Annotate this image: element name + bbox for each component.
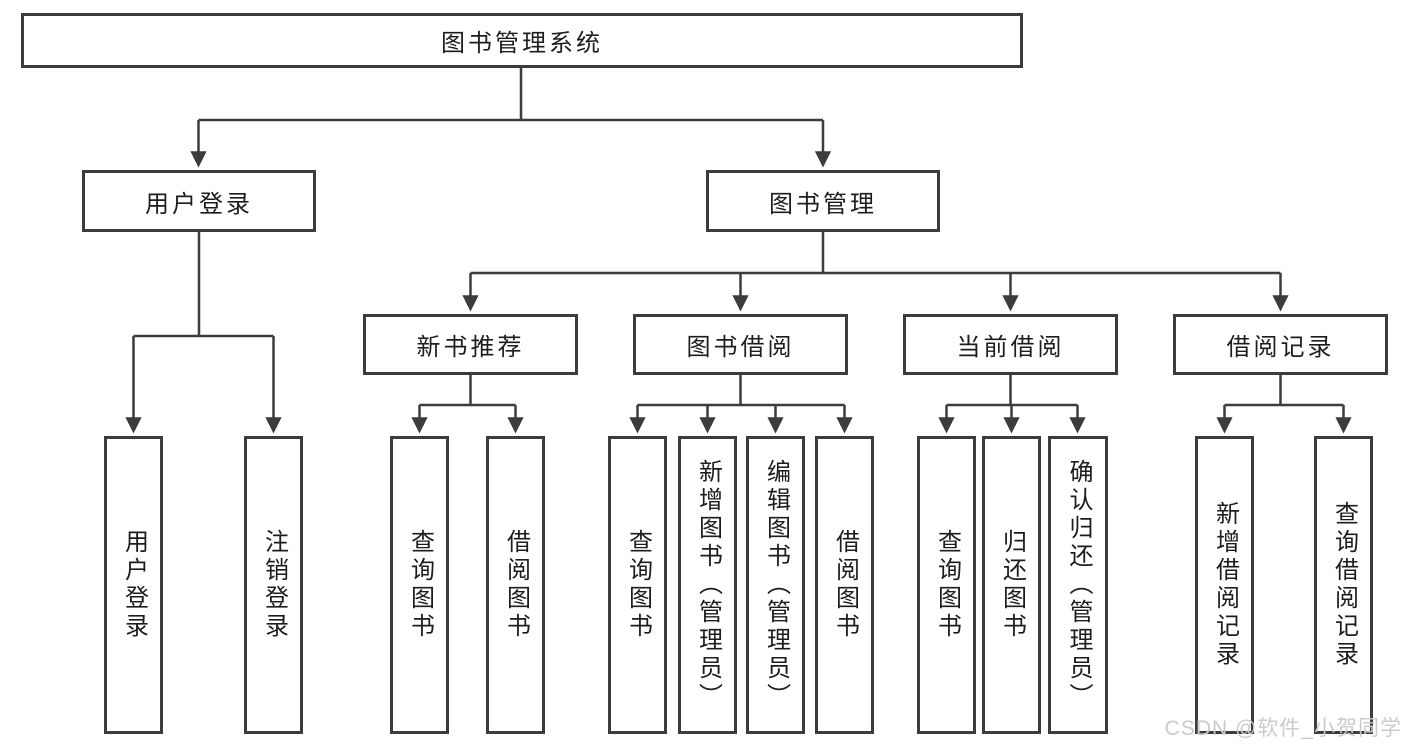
leaf-borrow-query-books: 查询图书: [608, 436, 667, 734]
leaf-borrow-borrow-books-label: 借阅图书: [831, 529, 859, 641]
leaf-records-query-record-label: 查询借阅记录: [1330, 501, 1358, 669]
leaf-borrow-edit-book-admin-label: 编辑图书（管理员）: [762, 459, 790, 711]
node-new-book-recommend: 新书推荐: [363, 314, 578, 375]
leaf-borrow-add-book-admin: 新增图书（管理员）: [678, 436, 737, 734]
leaf-current-return-books-label: 归还图书: [998, 529, 1026, 641]
leaf-logout-label: 注销登录: [260, 529, 288, 641]
node-library-system-label: 图书管理系统: [441, 30, 603, 57]
leaf-logout: 注销登录: [244, 436, 303, 734]
leaf-newbook-query-books: 查询图书: [390, 436, 449, 734]
connector-book-borrow-tee: [637, 375, 845, 407]
node-book-borrow-label: 图书借阅: [686, 334, 795, 361]
connector-current-borrow-tee: [946, 375, 1078, 407]
connector-new-book-tee: [419, 375, 516, 407]
node-book-borrow: 图书借阅: [633, 314, 848, 375]
node-current-borrow-label: 当前借阅: [956, 334, 1065, 361]
connector-user-login-tee: [133, 232, 274, 338]
leaf-current-confirm-return-admin-label: 确认归还（管理员）: [1065, 459, 1092, 711]
leaf-user-login-label: 用户登录: [120, 529, 148, 641]
connector-root-tee: [198, 68, 823, 122]
leaf-current-return-books: 归还图书: [982, 436, 1041, 734]
node-user-login-label: 用户登录: [145, 190, 253, 218]
watermark: CSDN @软件_小贺同学: [1164, 717, 1402, 740]
node-book-management-label: 图书管理: [769, 190, 877, 218]
node-borrow-records: 借阅记录: [1173, 314, 1388, 375]
leaf-newbook-borrow-books-label: 借阅图书: [502, 529, 530, 641]
leaf-records-query-record: 查询借阅记录: [1314, 436, 1373, 734]
leaf-records-add-record-label: 新增借阅记录: [1211, 501, 1239, 669]
leaf-records-add-record: 新增借阅记录: [1195, 436, 1254, 734]
leaf-current-confirm-return-admin: 确认归还（管理员）: [1048, 436, 1108, 734]
node-library-system: 图书管理系统: [21, 13, 1023, 68]
leaf-borrow-edit-book-admin: 编辑图书（管理员）: [746, 436, 805, 734]
leaf-current-query-books-label: 查询图书: [933, 529, 961, 641]
leaf-user-login: 用户登录: [104, 436, 163, 734]
connector-book-management-tee: [470, 232, 1281, 275]
leaf-current-query-books: 查询图书: [917, 436, 976, 734]
node-user-login: 用户登录: [82, 170, 316, 232]
connector-borrow-records-tee: [1224, 375, 1344, 407]
node-book-management: 图书管理: [706, 170, 940, 232]
node-new-book-recommend-label: 新书推荐: [416, 334, 525, 361]
node-current-borrow: 当前借阅: [903, 314, 1118, 375]
leaf-borrow-query-books-label: 查询图书: [624, 529, 652, 641]
leaf-newbook-borrow-books: 借阅图书: [486, 436, 545, 734]
leaf-borrow-borrow-books: 借阅图书: [815, 436, 874, 734]
leaf-borrow-add-book-admin-label: 新增图书（管理员）: [694, 459, 722, 711]
node-borrow-records-label: 借阅记录: [1226, 334, 1335, 361]
leaf-newbook-query-books-label: 查询图书: [406, 529, 434, 641]
